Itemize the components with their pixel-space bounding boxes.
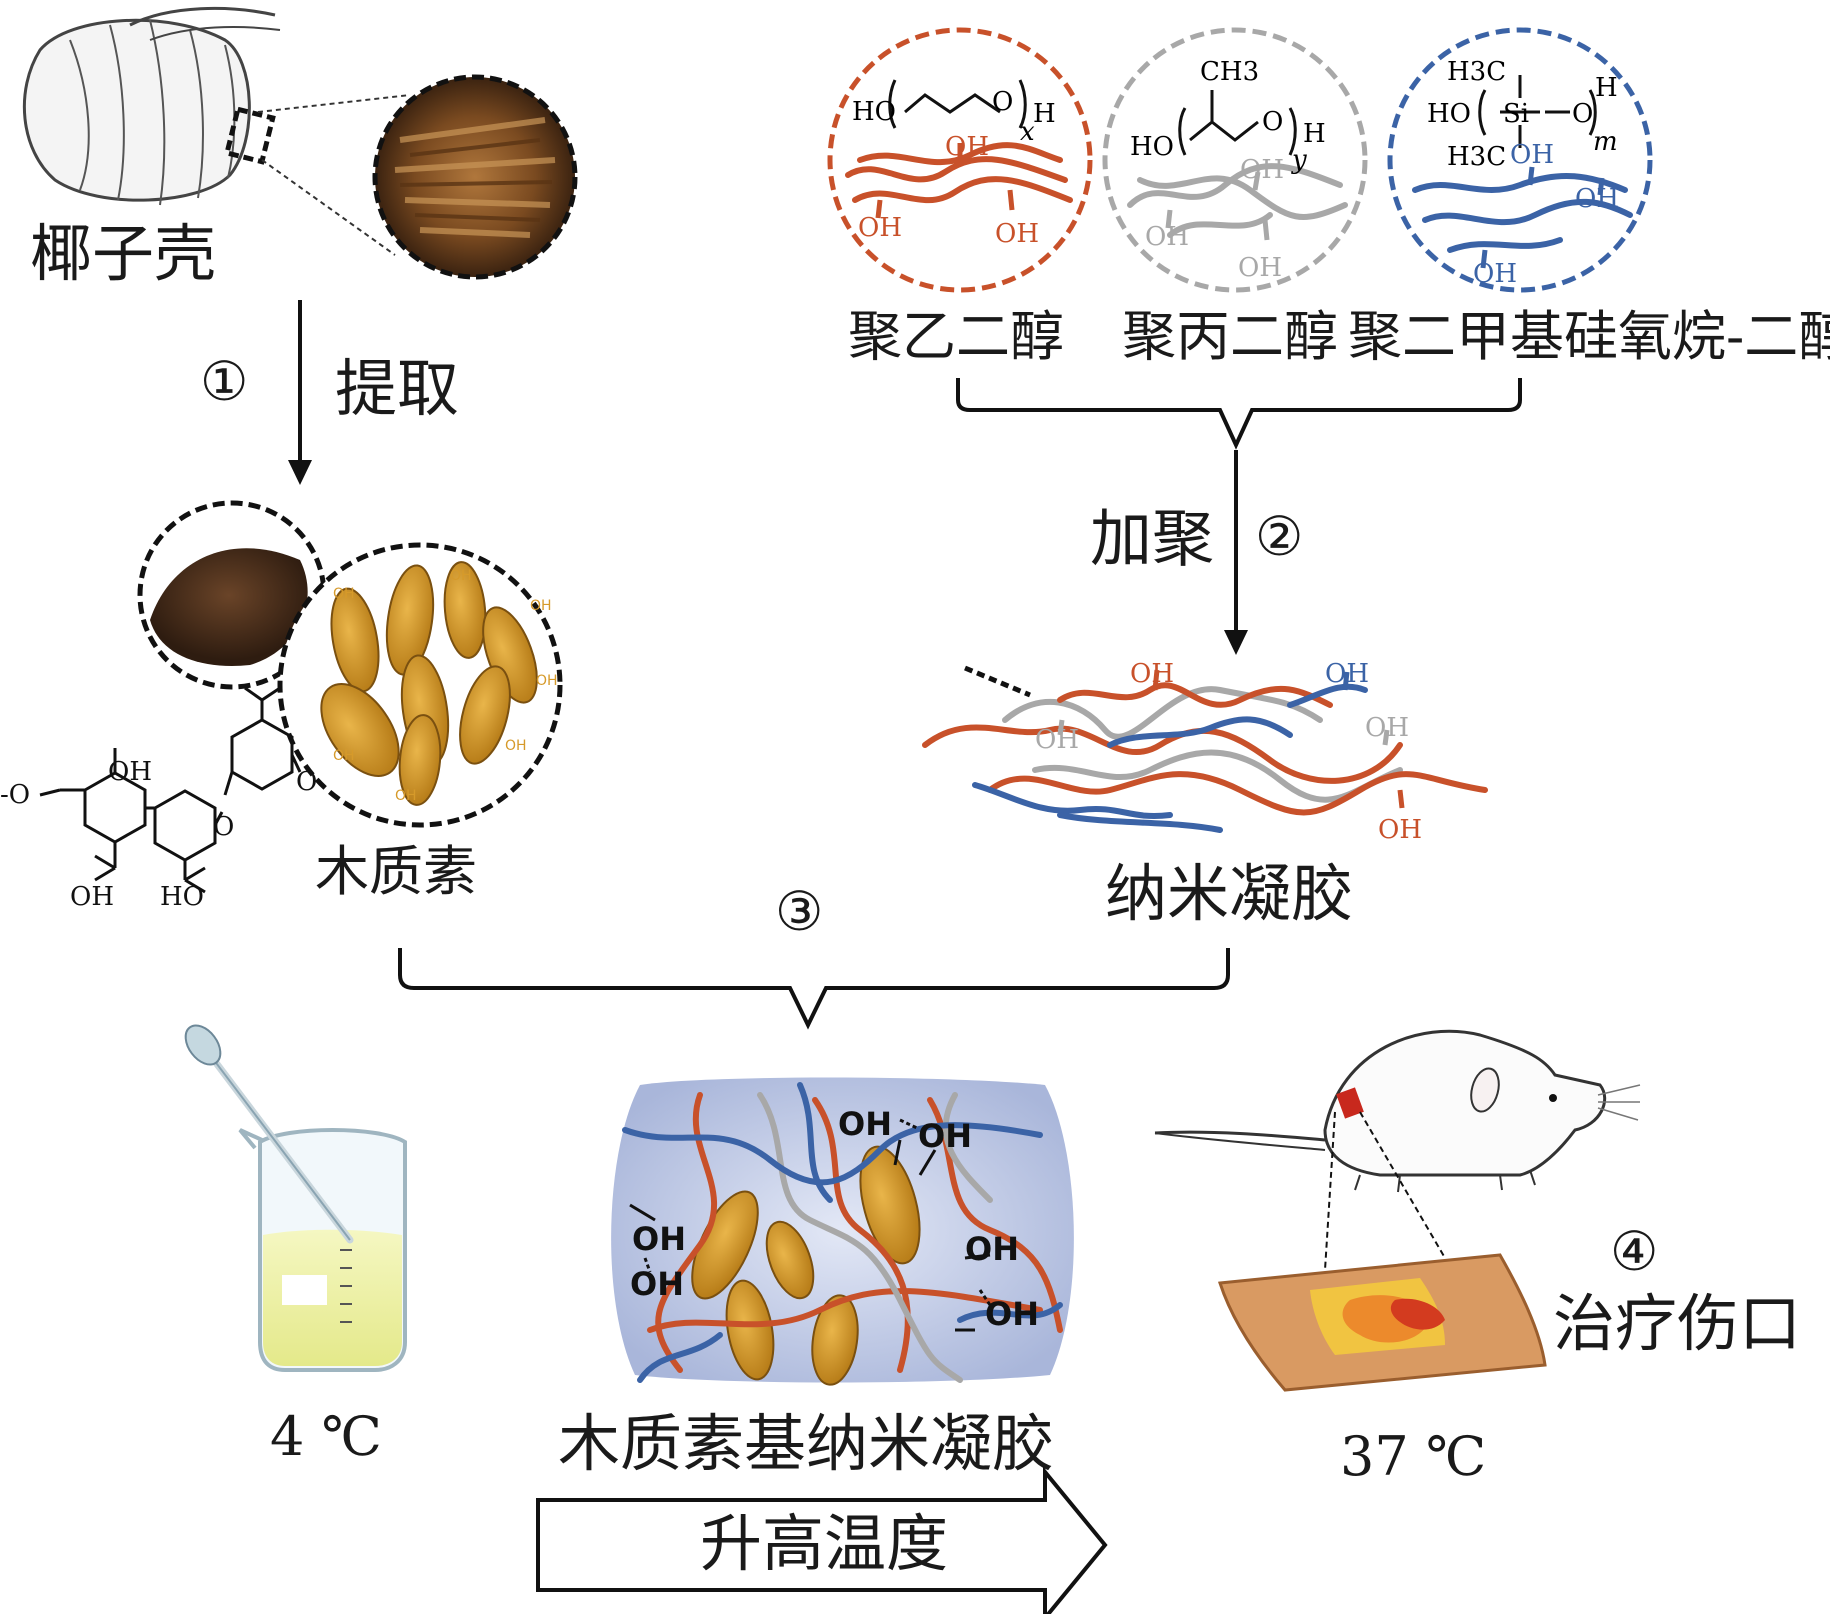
pdms-si: Si (1503, 99, 1529, 129)
high-temp-label: 37 ℃ (1340, 1425, 1486, 1488)
nanogel-oh-3: OH (1035, 725, 1079, 755)
peg-oh-1: OH (945, 132, 989, 162)
gel-oh-6: OH (985, 1295, 1039, 1333)
beaker-illustration (184, 1024, 407, 1372)
wound-skin-patch (1217, 1253, 1547, 1392)
polymers-brace (956, 378, 1522, 450)
peg-ho: HO (852, 97, 896, 127)
peg-oh-3: OH (995, 219, 1039, 249)
peg-circle (827, 27, 1093, 293)
mouse-illustration (1154, 1029, 1641, 1193)
step4-number: ④ (1610, 1220, 1658, 1283)
step2-arrow (1224, 450, 1248, 655)
pdms-label: 聚二甲基硅氧烷-二醇 (1348, 305, 1830, 368)
pdms-oh-2: OH (1575, 184, 1619, 214)
gel-oh-5: OH (965, 1230, 1019, 1268)
coconut-shell-illustration (22, 6, 281, 206)
ppg-sub-y: y (1291, 145, 1307, 175)
zoom-lines-coir (257, 94, 411, 256)
peg-oh-2: OH (858, 213, 902, 243)
nanogel-oh-1: OH (1130, 659, 1174, 689)
step3-number: ③ (775, 880, 823, 943)
gel-oh-2: OH (918, 1117, 972, 1155)
gel-oh-1: OH (838, 1105, 892, 1143)
lignin-label: 木质素 (315, 840, 477, 903)
np-oh-3: OH (530, 598, 552, 614)
pdms-h3c-bottom: H3C (1447, 142, 1506, 172)
nanogel-label: 纳米凝胶 (1105, 857, 1353, 930)
ppg-h: H (1303, 119, 1326, 149)
ppg-circle (1102, 27, 1368, 293)
step2-number: ② (1255, 505, 1303, 568)
step1-extract-label: 提取 (335, 352, 459, 425)
ppg-label: 聚丙二醇 (1122, 305, 1338, 368)
np-oh-5: OH (395, 788, 417, 804)
pdms-h: H (1595, 73, 1618, 103)
pdms-sub-m: m (1593, 127, 1618, 157)
lignin-o-mid: O (213, 812, 234, 842)
np-oh-1: OH (333, 586, 355, 602)
pdms-circle (1387, 27, 1653, 293)
ppg-ch3: CH3 (1200, 57, 1259, 87)
peg-label: 聚乙二醇 (848, 305, 1064, 368)
raise-temp-arrow (536, 1466, 1108, 1614)
nanogel-oh-5: OH (1378, 815, 1422, 845)
coconut-shell-label: 椰子壳 (30, 217, 216, 290)
lignin-nanogel-network (611, 1077, 1074, 1386)
pdms-oh-3: OH (1473, 259, 1517, 289)
ppg-ho: HO (1130, 132, 1174, 162)
lignin-oh-bottom: OH (70, 882, 114, 912)
gel-oh-4: OH (630, 1265, 684, 1303)
pdms-ho: HO (1427, 99, 1471, 129)
pdms-h3c-top: H3C (1447, 57, 1506, 87)
nanogel-oh-4: OH (1365, 713, 1409, 743)
wound-treatment-label: 治疗伤口 (1553, 1287, 1801, 1360)
lignin-powder-photo (137, 500, 327, 690)
lignin-nanogel-brace (398, 948, 1230, 1030)
low-temp-label: 4 ℃ (270, 1405, 382, 1468)
pdms-oh-1: OH (1510, 140, 1554, 170)
np-oh-4: OH (333, 748, 355, 764)
step1-arrow (288, 300, 312, 485)
ppg-oh-2: OH (1145, 222, 1189, 252)
peg-o: O (992, 87, 1013, 117)
step2-polymerize-label: 加聚 (1090, 502, 1214, 575)
pdms-o: O (1572, 99, 1593, 129)
lignin-ho-bottom: HO (160, 882, 204, 912)
step1-number: ① (200, 350, 248, 413)
np-oh-6: OH (505, 738, 527, 754)
ppg-o: O (1262, 107, 1283, 137)
lignin-methoxy: -O (0, 780, 30, 810)
coconut-fiber-photo (372, 74, 578, 280)
lignin-chemical-structure (39, 686, 302, 894)
np-oh-2: OH (450, 568, 472, 584)
raise-temp-label: 升高温度 (700, 1507, 948, 1580)
gel-oh-3: OH (632, 1220, 686, 1258)
nanogel-oh-2: OH (1325, 659, 1369, 689)
nanogel-network (922, 665, 1488, 833)
zoom-lines-wound (1324, 1111, 1446, 1271)
ppg-oh-3: OH (1238, 253, 1282, 283)
lignin-oh-top: OH (108, 757, 152, 787)
peg-h: H (1033, 99, 1056, 129)
peg-sub-x: x (1020, 117, 1035, 147)
np-oh-7: OH (536, 673, 558, 689)
lignin-nanogel-label: 木质素基纳米凝胶 (558, 1407, 1054, 1480)
lignin-o-right: O (296, 767, 317, 797)
lignin-nanoparticles-circle: OH OH OH OH OH OH OH (277, 542, 563, 828)
ppg-oh-1: OH (1240, 155, 1284, 185)
